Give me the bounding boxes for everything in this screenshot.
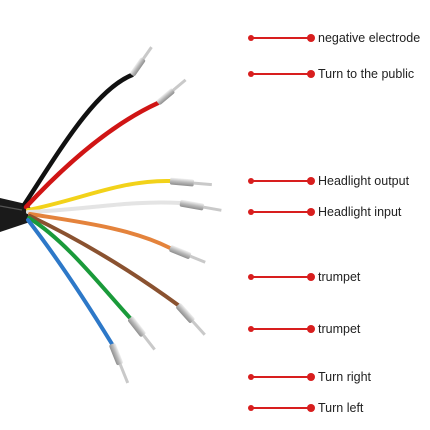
terminal-pins: [109, 46, 222, 384]
label-negative-electrode: negative electrode: [318, 31, 421, 45]
white-wire: [26, 200, 182, 214]
label-row-headlight-output: Headlight output: [248, 174, 410, 188]
label-row-negative-electrode: negative electrode: [248, 31, 421, 45]
leader-line: [248, 177, 315, 185]
green-wire: [27, 216, 132, 320]
label-row-headlight-input: Headlight input: [248, 205, 402, 219]
yellow-wire: [26, 178, 172, 212]
label-row-turn-left: Turn left: [248, 401, 364, 415]
leader-line: [248, 325, 315, 333]
leader-line: [248, 273, 315, 281]
label-trumpet-2: trumpet: [318, 322, 361, 336]
red-wire: [23, 100, 161, 210]
leader-line: [248, 404, 315, 412]
label-row-turn-to-the-public: Turn to the public: [248, 67, 415, 81]
label-trumpet-1: trumpet: [318, 270, 361, 284]
label-turn-left: Turn left: [318, 401, 364, 415]
brown-wire: [28, 214, 180, 307]
cable-jacket-highlight: [0, 205, 23, 211]
label-headlight-input: Headlight input: [318, 205, 402, 219]
orange-wire: [28, 212, 172, 250]
blue-wire: [26, 218, 114, 346]
leader-line: [248, 208, 315, 216]
leader-line: [248, 373, 315, 381]
label-row-trumpet-1: trumpet: [248, 270, 361, 284]
label-headlight-output: Headlight output: [318, 174, 410, 188]
leader-line: [248, 34, 315, 42]
leader-line: [248, 70, 315, 78]
label-turn-to-the-public: Turn to the public: [318, 67, 415, 81]
label-row-turn-right: Turn right: [248, 370, 372, 384]
black-wire: [21, 72, 135, 208]
label-turn-right: Turn right: [318, 370, 372, 384]
label-row-trumpet-2: trumpet: [248, 322, 361, 336]
